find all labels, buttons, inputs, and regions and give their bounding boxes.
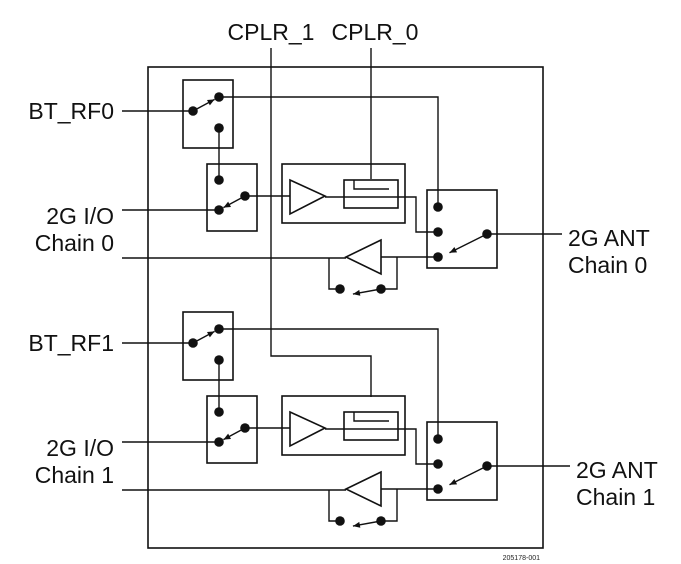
bypass-right-wire (381, 489, 398, 522)
bt-switch-box (182, 79, 234, 149)
ant-label-line1: 2G ANT (576, 457, 658, 483)
io-switch-arrowhead (223, 201, 231, 208)
io-label-line1: 2G I/O (46, 203, 114, 229)
io-switch-throw-a-dot (214, 407, 224, 417)
pa-module-box (281, 395, 406, 456)
ant-switch-tx-dot (433, 227, 443, 237)
pa-to-ant-wire (325, 428, 438, 465)
ant-switch-bt-dot (433, 202, 443, 212)
io-label-line2: Chain 1 (35, 462, 114, 488)
bt-switch-arrowhead (207, 331, 215, 338)
ant-label-line1: 2G ANT (568, 225, 650, 251)
ant-label-line2: Chain 0 (568, 252, 647, 278)
io-label-line1: 2G I/O (46, 435, 114, 461)
ant-switch-arrowhead (449, 246, 458, 253)
lna-amplifier-icon (344, 470, 382, 508)
coupler-box (343, 411, 399, 441)
io-switch-box (206, 395, 258, 464)
coupler-line-icon (353, 180, 389, 190)
io-switch-throw-a-dot (214, 175, 224, 185)
ant-switch-tx-dot (433, 459, 443, 469)
cplr1-label: CPLR_1 (228, 19, 315, 45)
ant-switch-box (426, 421, 498, 501)
bypass-switch-arrowhead (352, 521, 361, 528)
lna-amplifier-icon (344, 238, 382, 276)
ant-switch-bt-dot (433, 434, 443, 444)
bypass-right-wire (381, 257, 398, 290)
bypass-dot-left (335, 516, 345, 526)
coupler-line-icon (353, 412, 389, 422)
pa-amplifier-icon (289, 178, 327, 216)
bt-label: BT_RF1 (28, 330, 114, 356)
ant-switch-arrowhead (449, 478, 458, 485)
pa-module-box (281, 163, 406, 224)
pa-to-ant-wire (325, 196, 438, 233)
bypass-left-wire (328, 258, 340, 290)
cplr0-label: CPLR_0 (332, 19, 419, 45)
cplr1-wire (270, 48, 372, 397)
coupler-box (343, 179, 399, 209)
bypass-switch-arrowhead (352, 289, 361, 296)
module-outline (147, 66, 544, 549)
io-switch-box (206, 163, 258, 232)
ant-switch-box (426, 189, 498, 269)
io-label-line2: Chain 0 (35, 230, 114, 256)
bypass-left-wire (328, 490, 340, 522)
bt-to-ant-wire (219, 328, 439, 439)
bt-switch-box (182, 311, 234, 381)
io-switch-arrowhead (223, 433, 231, 440)
figure-id: 205178-001 (503, 555, 540, 562)
bt-to-ant-wire (219, 96, 439, 207)
ant-label-line2: Chain 1 (576, 484, 655, 510)
bypass-dot-left (335, 284, 345, 294)
bt-switch-arrowhead (207, 99, 215, 106)
bt-label: BT_RF0 (28, 98, 114, 124)
pa-amplifier-icon (289, 410, 327, 448)
